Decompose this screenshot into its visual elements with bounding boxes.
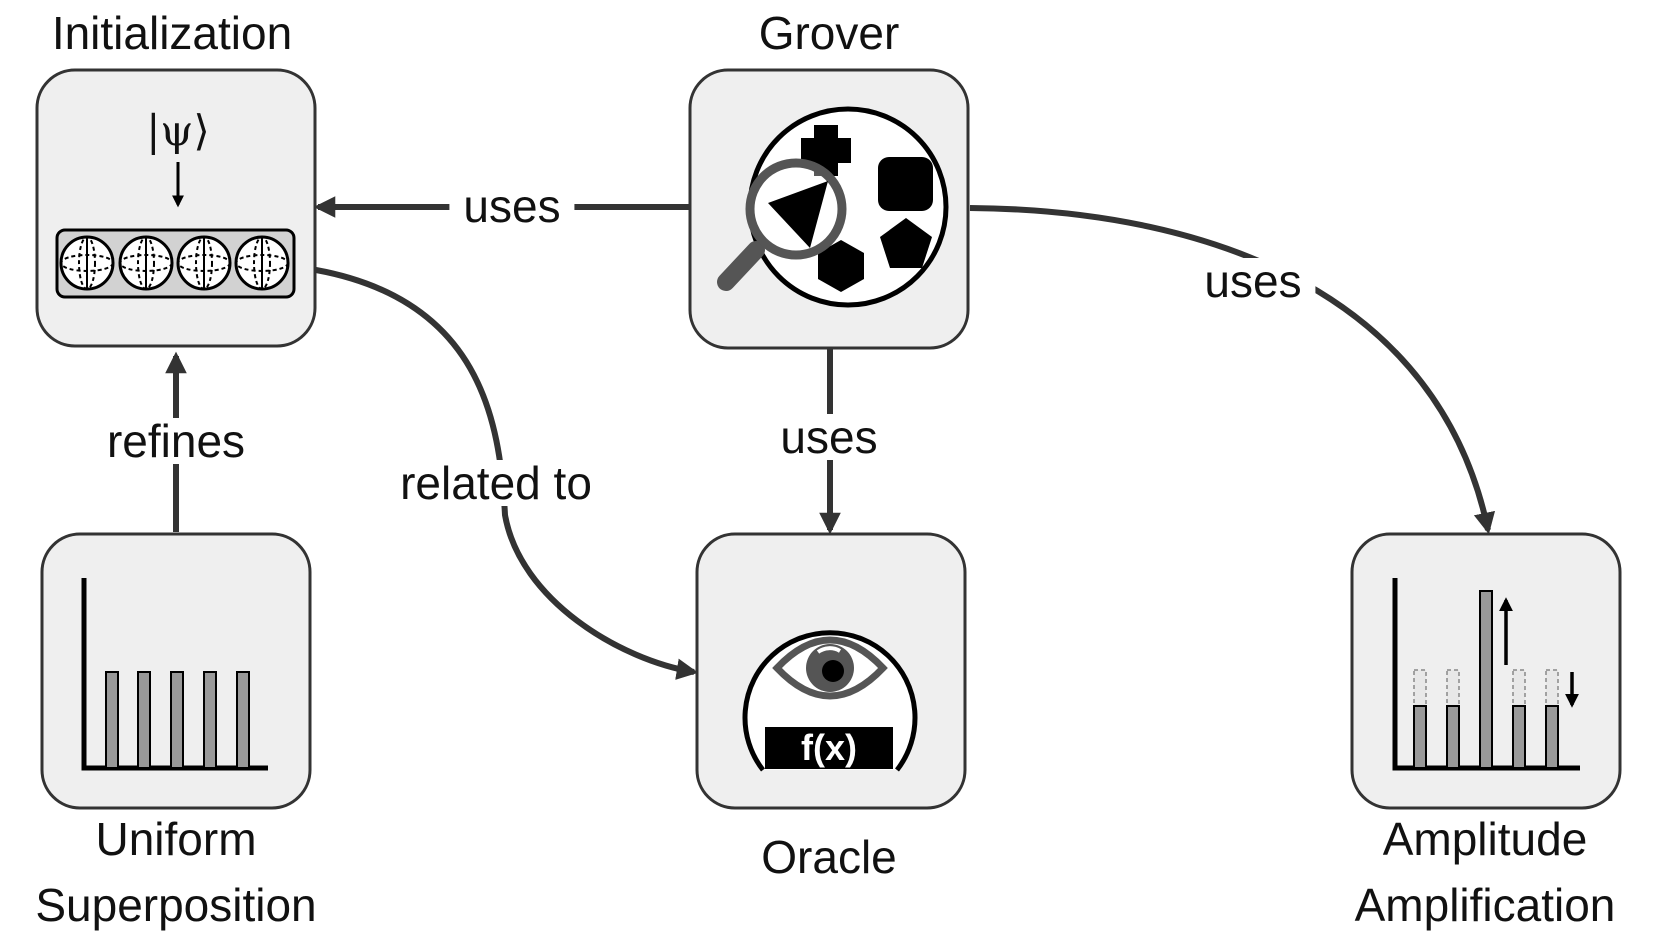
edge-label-init-oracle: related to: [386, 460, 606, 506]
square-shape-icon: [878, 157, 933, 211]
chart-bar: [137, 671, 151, 769]
chart-bar-previous: [1446, 669, 1460, 707]
hexagon-shape-icon: [818, 240, 864, 292]
chart-bar: [236, 671, 250, 769]
node-initialization[interactable]: [35, 68, 317, 348]
chart-bar: [1446, 705, 1460, 769]
amplified-distribution-chart: [1392, 578, 1580, 771]
node-label-oracle: Oracle: [761, 831, 897, 883]
node-label-amplitude-line2: Amplification: [1354, 879, 1616, 931]
uniform-distribution-chart: [81, 578, 268, 771]
function-plate: [765, 727, 893, 769]
qubit-register: [55, 228, 296, 299]
chart-bar: [1512, 705, 1526, 769]
node-uniform-superposition[interactable]: [40, 532, 312, 810]
eye-icon: [772, 636, 888, 700]
node-oracle[interactable]: f(x): [695, 532, 967, 810]
cross-shape-icon: [801, 125, 851, 176]
qubit-sphere-icon: [118, 235, 174, 291]
chart-bar-marked: [1479, 590, 1493, 769]
magnifier-icon: [717, 158, 847, 291]
node-grover[interactable]: [688, 68, 970, 350]
chart-bar-previous: [1512, 669, 1526, 707]
node-label-amplitude-line1: Amplitude: [1382, 813, 1588, 865]
qubit-sphere-icon: [234, 235, 290, 291]
chart-bar: [203, 671, 217, 769]
ket-psi-label: |ψ⟩: [146, 106, 210, 155]
qubit-sphere-icon: [59, 235, 115, 291]
edge-init-oracle: [315, 267, 699, 680]
pentagon-shape-icon: [880, 218, 932, 268]
node-amplitude-amplification[interactable]: [1350, 532, 1622, 810]
chart-bar: [1413, 705, 1427, 769]
triangle-shape-icon: [768, 181, 828, 248]
function-text: f(x): [801, 727, 857, 768]
chart-bar: [1545, 705, 1559, 769]
qubit-sphere-icon: [176, 235, 232, 291]
edge-label-grover-oracle: uses: [766, 414, 892, 460]
chart-bar-previous: [1413, 669, 1427, 707]
edge-label-uniform-init: refines: [92, 418, 260, 464]
edge-label-grover-amplification: uses: [1190, 258, 1316, 304]
node-label-uniform-line2: Superposition: [35, 879, 317, 931]
edge-label-grover-init: uses: [449, 183, 575, 229]
node-label-initialization: Initialization: [51, 7, 293, 59]
node-label-uniform-line1: Uniform: [95, 813, 257, 865]
node-label-grover: Grover: [758, 7, 900, 59]
chart-bar: [105, 671, 119, 769]
qubit-spheres: [59, 235, 290, 291]
chart-bar-previous: [1545, 669, 1559, 707]
chart-bar: [170, 671, 184, 769]
